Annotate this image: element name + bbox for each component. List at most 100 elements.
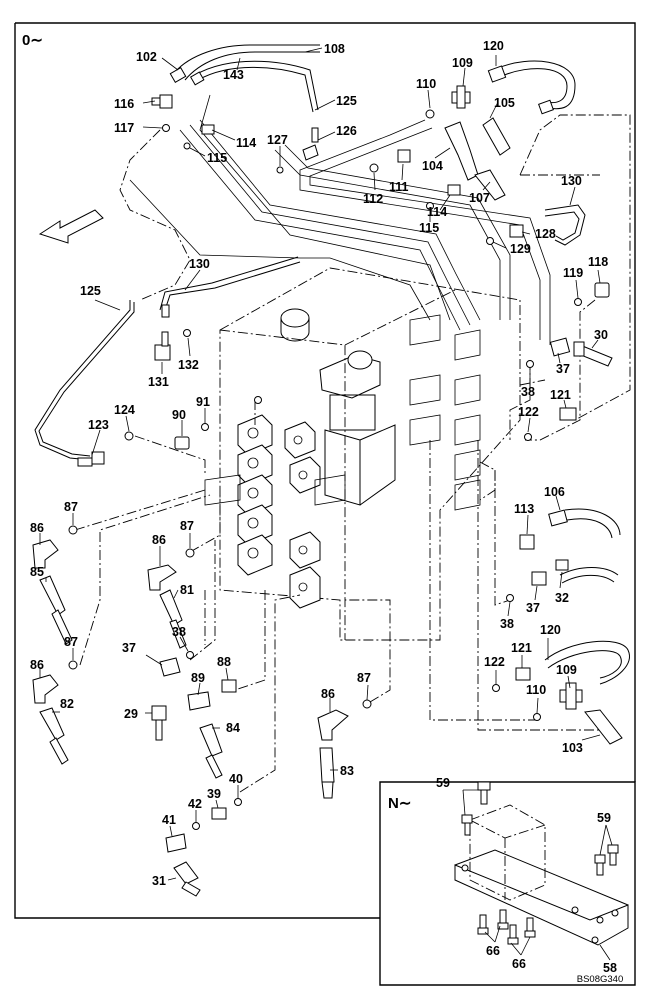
label-105: 105 xyxy=(494,96,515,110)
label-38-right: 38 xyxy=(521,385,535,399)
label-38-left: 38 xyxy=(172,625,186,639)
label-125-left: 125 xyxy=(80,284,101,298)
label-119: 119 xyxy=(563,266,583,280)
label-87-b: 87 xyxy=(180,519,194,533)
detail-bracket-assembly xyxy=(454,781,629,946)
label-41: 41 xyxy=(162,813,176,827)
label-129: 129 xyxy=(510,242,531,256)
label-103: 103 xyxy=(562,741,583,755)
label-108: 108 xyxy=(324,42,345,56)
label-86-c: 86 xyxy=(30,658,44,672)
label-37-right: 37 xyxy=(556,362,570,376)
drawing-code: BS08G340 xyxy=(577,974,623,985)
label-123: 123 xyxy=(88,418,109,432)
label-84: 84 xyxy=(226,721,240,735)
label-81: 81 xyxy=(180,583,194,597)
label-131: 131 xyxy=(148,375,169,389)
label-86-b: 86 xyxy=(152,533,166,547)
main-view-label: 0∼ xyxy=(22,32,43,49)
label-102: 102 xyxy=(136,50,157,64)
label-120-bottom: 120 xyxy=(540,623,561,637)
pilot-tubing-bundle xyxy=(129,94,551,345)
label-118: 118 xyxy=(588,255,608,269)
label-120-top: 120 xyxy=(483,39,504,53)
label-114-mid: 114 xyxy=(427,205,447,219)
label-30: 30 xyxy=(594,328,608,342)
label-113: 113 xyxy=(514,502,534,516)
tube-130-right xyxy=(544,204,586,246)
label-90: 90 xyxy=(172,408,186,422)
label-109-top: 109 xyxy=(452,56,473,70)
label-110-top: 110 xyxy=(416,77,436,91)
label-107: 107 xyxy=(469,191,490,205)
label-132: 132 xyxy=(178,358,199,372)
assembly-leader-lines xyxy=(74,114,631,793)
label-58: 58 xyxy=(603,961,617,975)
label-116: 116 xyxy=(114,97,134,111)
label-59-b: 59 xyxy=(597,811,611,825)
label-143: 143 xyxy=(223,68,244,82)
tube-130-left xyxy=(164,261,301,311)
label-115-mid: 115 xyxy=(419,221,439,235)
fittings xyxy=(32,65,623,897)
hose-106 xyxy=(564,508,621,536)
label-37-mid: 37 xyxy=(526,601,540,615)
hose-102-108 xyxy=(174,44,320,73)
label-87-c: 87 xyxy=(64,635,78,649)
label-88: 88 xyxy=(217,655,231,669)
label-124: 124 xyxy=(114,403,135,417)
label-121-right: 121 xyxy=(550,388,571,402)
label-87-a: 87 xyxy=(64,500,78,514)
label-91: 91 xyxy=(196,395,210,409)
label-104: 104 xyxy=(422,159,443,173)
label-112: 112 xyxy=(363,192,383,206)
hose-32 xyxy=(559,567,619,576)
label-125-top: 125 xyxy=(336,94,357,108)
label-109-bottom: 109 xyxy=(556,663,577,677)
label-40: 40 xyxy=(229,772,243,786)
label-122-bottom: 122 xyxy=(484,655,505,669)
label-66-a: 66 xyxy=(486,944,500,958)
label-42: 42 xyxy=(188,797,202,811)
label-leaders xyxy=(39,47,613,961)
label-130-left: 130 xyxy=(189,257,210,271)
label-37-left: 37 xyxy=(122,641,136,655)
label-87-d: 87 xyxy=(357,671,371,685)
part-number-labels: 102 143 108 116 117 125 114 127 126 115 … xyxy=(30,39,617,975)
label-121-bottom: 121 xyxy=(511,641,532,655)
label-110-bottom: 110 xyxy=(526,683,546,697)
label-66-b: 66 xyxy=(512,957,526,971)
main-view-frame xyxy=(14,22,636,919)
label-128: 128 xyxy=(535,227,556,241)
pilot-tube-125-left xyxy=(34,300,131,461)
label-38-mid: 38 xyxy=(500,617,514,631)
label-59-a: 59 xyxy=(436,776,450,790)
label-32: 32 xyxy=(555,591,569,605)
label-106: 106 xyxy=(544,485,565,499)
label-86-d: 86 xyxy=(321,687,335,701)
hose-120-bottom xyxy=(544,640,630,685)
hose-120-top xyxy=(497,60,576,110)
detail-view-label: N∼ xyxy=(388,795,411,812)
label-122-right: 122 xyxy=(518,405,539,419)
label-117: 117 xyxy=(114,121,134,135)
label-85: 85 xyxy=(30,565,44,579)
label-114-top: 114 xyxy=(236,136,256,150)
label-115-top: 115 xyxy=(207,151,227,165)
label-127: 127 xyxy=(267,133,288,147)
label-89: 89 xyxy=(191,671,205,685)
label-83: 83 xyxy=(340,764,354,778)
label-39: 39 xyxy=(207,787,221,801)
label-31: 31 xyxy=(152,874,166,888)
label-29: 29 xyxy=(124,707,138,721)
front-direction-arrow xyxy=(38,209,104,244)
label-130-right: 130 xyxy=(561,174,582,188)
label-126: 126 xyxy=(336,124,357,138)
label-82: 82 xyxy=(60,697,74,711)
return-line-path xyxy=(119,129,191,301)
detail-view-frame xyxy=(379,781,636,986)
control-valve-body xyxy=(204,267,521,641)
label-86-a: 86 xyxy=(30,521,44,535)
